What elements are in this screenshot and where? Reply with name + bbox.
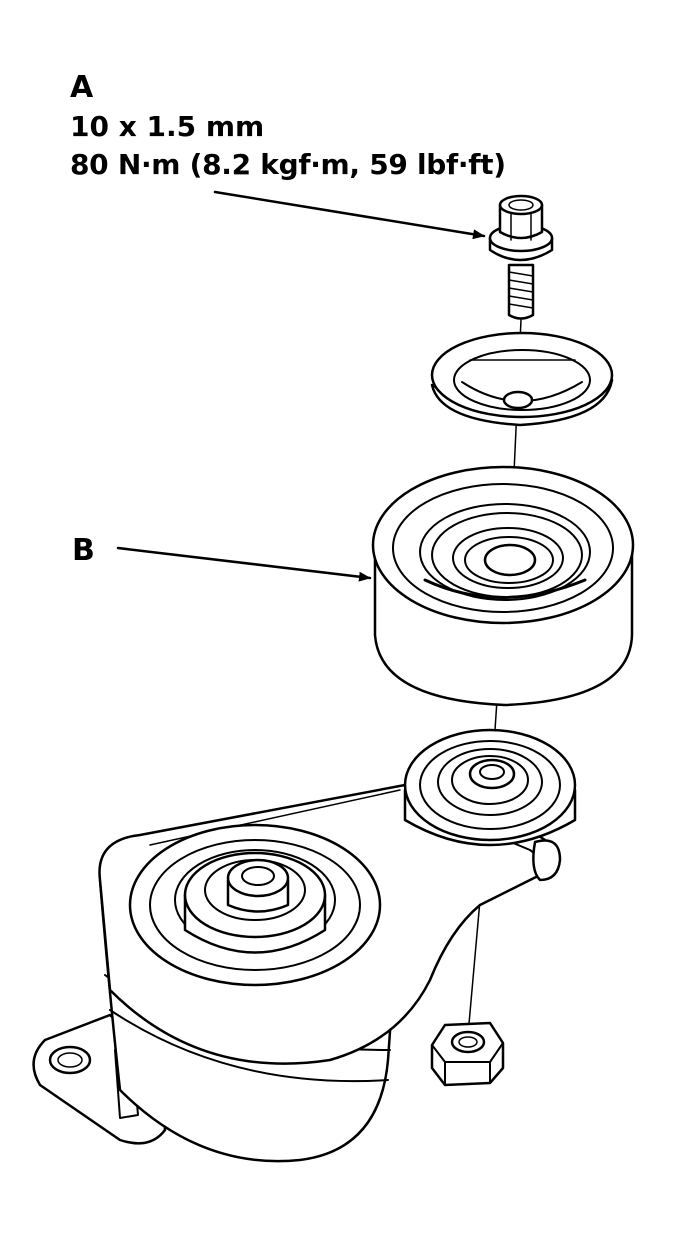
callout-a-torque-spec: 80 N·m (8.2 kgf·m, 59 lbf·ft) bbox=[70, 148, 506, 181]
callout-a-letter: A bbox=[70, 70, 94, 105]
pulley-seat bbox=[405, 730, 575, 845]
dust-cover bbox=[432, 333, 612, 425]
arm-boss bbox=[533, 840, 560, 880]
centerline-nut bbox=[468, 900, 480, 1035]
dust-cover-hole bbox=[504, 392, 532, 408]
body-hub-bore bbox=[228, 860, 288, 896]
hex-nut bbox=[432, 1023, 503, 1085]
mounting-ear-hole bbox=[50, 1047, 90, 1073]
idler-pulley bbox=[373, 467, 633, 705]
callout-a-bolt-size: 10 x 1.5 mm bbox=[70, 110, 265, 143]
tensioner-assembly bbox=[34, 779, 560, 1162]
leader-a bbox=[215, 192, 484, 240]
callout-b-letter: B bbox=[72, 533, 95, 568]
idler-pulley-bore bbox=[485, 545, 535, 575]
leader-b bbox=[118, 548, 370, 582]
flange-bolt bbox=[490, 196, 552, 319]
